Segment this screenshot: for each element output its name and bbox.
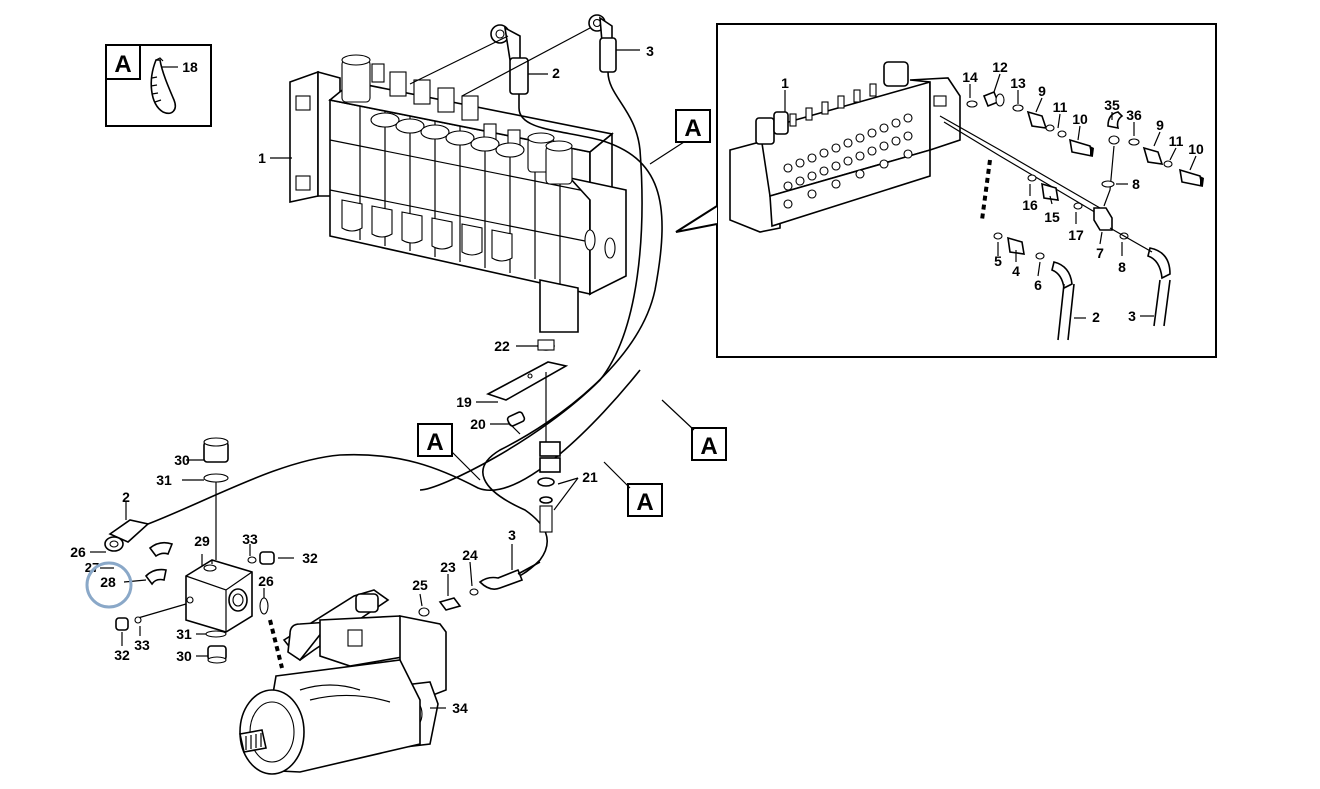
label: 30 xyxy=(176,648,192,664)
detail-tag-a-1: A xyxy=(649,109,711,165)
bracket-assembly xyxy=(485,339,569,533)
label: 18 xyxy=(182,59,198,75)
control-valve xyxy=(289,54,627,333)
label: 33 xyxy=(134,637,150,653)
label: 22 xyxy=(494,338,510,354)
label: 26 xyxy=(70,544,86,560)
label: 3 xyxy=(646,43,654,59)
label: 35 xyxy=(1104,97,1120,113)
label: 13 xyxy=(1010,75,1026,91)
label: 25 xyxy=(412,577,428,593)
highlight-circle xyxy=(85,561,133,609)
label: 31 xyxy=(176,626,192,642)
pump-fittings xyxy=(418,561,541,617)
hose-lines xyxy=(147,71,663,579)
label: 34 xyxy=(452,700,468,716)
label: 21 xyxy=(582,469,598,485)
detail-fittings-mid xyxy=(1027,174,1129,240)
label: 32 xyxy=(114,647,130,663)
cable-tie-icon xyxy=(150,57,177,115)
detail-fittings-low xyxy=(993,227,1171,341)
svg-text:A: A xyxy=(684,115,701,142)
label: 9 xyxy=(1156,117,1164,133)
top-fittings xyxy=(490,14,617,108)
label: 2 xyxy=(1092,309,1100,325)
label: 5 xyxy=(994,253,1002,269)
label: 16 xyxy=(1022,197,1038,213)
label: 4 xyxy=(1012,263,1020,279)
label: 30 xyxy=(174,452,190,468)
label: 9 xyxy=(1038,83,1046,99)
label: 36 xyxy=(1126,107,1142,123)
label: 1 xyxy=(781,75,789,91)
label: 20 xyxy=(470,416,486,432)
label: 26 xyxy=(258,573,274,589)
svg-text:A: A xyxy=(700,433,717,460)
svg-text:A: A xyxy=(426,429,443,456)
label: 27 xyxy=(85,560,99,575)
label: 29 xyxy=(194,533,210,549)
label: 32 xyxy=(302,550,318,566)
label: 2 xyxy=(552,65,560,81)
label: 33 xyxy=(242,531,258,547)
hydraulic-pump xyxy=(239,589,447,775)
label: 10 xyxy=(1072,111,1088,127)
detail-tag-a-3: A xyxy=(417,423,481,481)
detail-tag-a-2: A xyxy=(661,399,727,461)
label: 31 xyxy=(156,472,172,488)
label: 12 xyxy=(992,59,1008,75)
detail-view: 1 14 12 13 9 11 10 xyxy=(675,23,1217,358)
label: 7 xyxy=(1096,245,1104,261)
label: 8 xyxy=(1132,176,1140,192)
label: 10 xyxy=(1188,141,1204,157)
label: 3 xyxy=(508,527,516,543)
detail-tag-a-4: A xyxy=(603,461,663,517)
cable-tie-inset: A 18 xyxy=(105,44,212,127)
label: 2 xyxy=(122,489,130,505)
label: 24 xyxy=(462,547,478,563)
detail-fittings-top xyxy=(966,90,1204,188)
label: 23 xyxy=(440,559,456,575)
label: 1 xyxy=(258,150,266,166)
svg-text:A: A xyxy=(636,489,653,516)
label: 6 xyxy=(1034,277,1042,293)
label: 11 xyxy=(1053,99,1068,115)
label: 8 xyxy=(1118,259,1126,275)
label: 19 xyxy=(456,394,472,410)
label: 17 xyxy=(1068,227,1084,243)
label: 14 xyxy=(962,69,978,85)
flange-block: 30 31 2 29 33 32 26 27 28 26 xyxy=(70,437,318,669)
label: 15 xyxy=(1044,209,1060,225)
detail-valve xyxy=(729,61,961,233)
label: 3 xyxy=(1128,308,1136,324)
label: 28 xyxy=(100,574,116,590)
label: 11 xyxy=(1169,133,1184,149)
inset-tag-a: A xyxy=(114,51,131,78)
